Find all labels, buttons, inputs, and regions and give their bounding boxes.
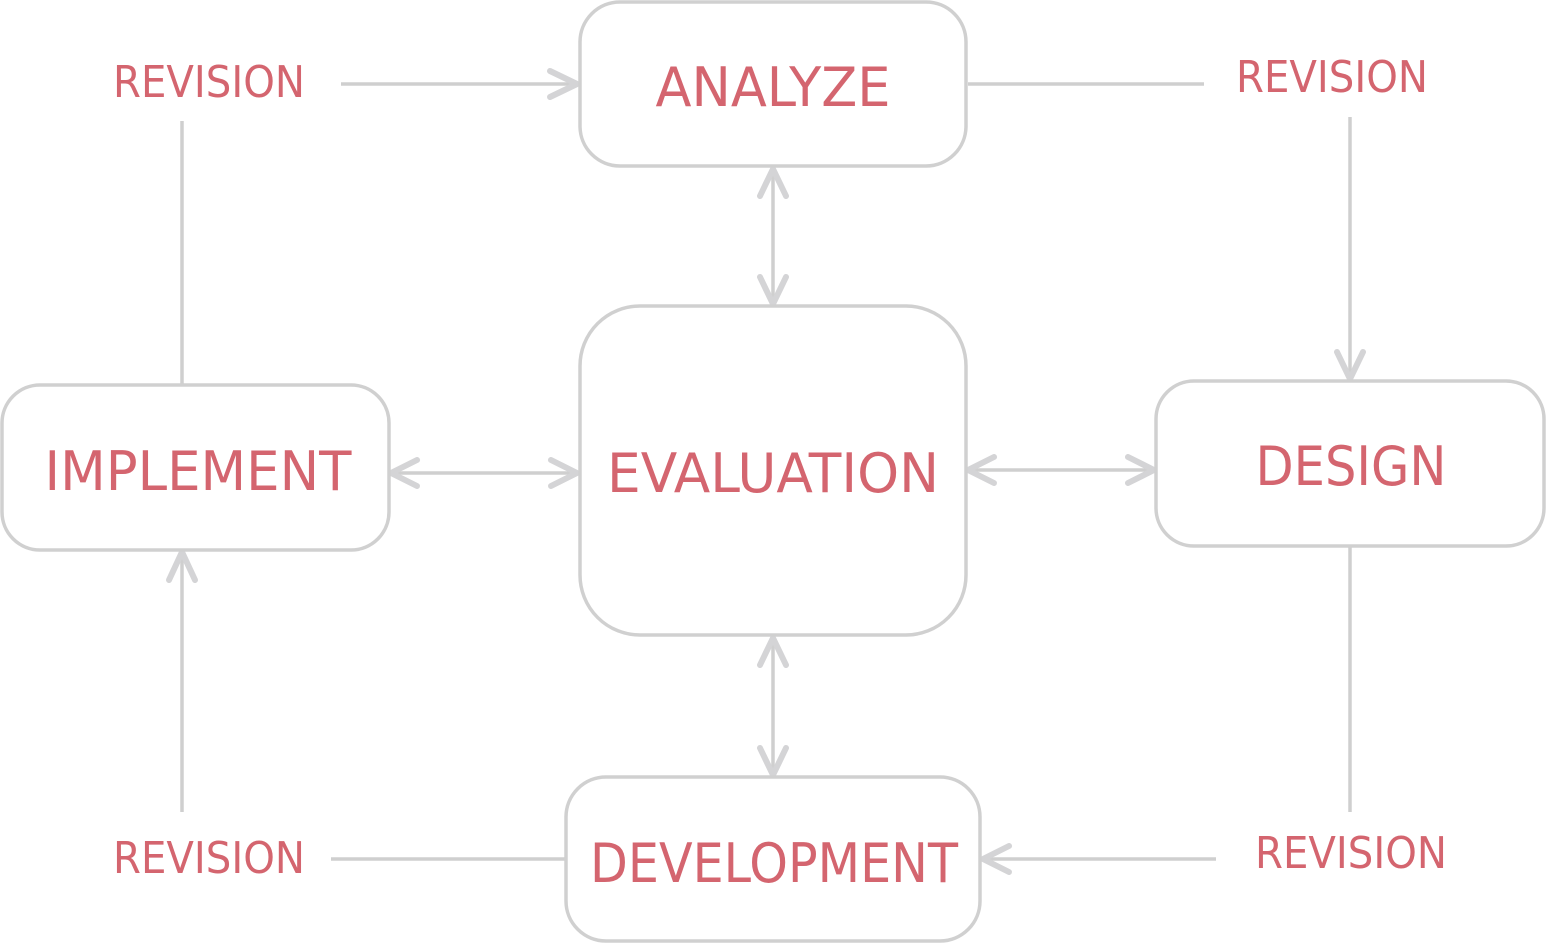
analyze-box [578, 0, 968, 168]
arrowhead-icon [980, 843, 1012, 875]
node-implement: IMPLEMENT [0, 383, 391, 552]
revision-label-bottom-left: REVISION [113, 833, 305, 884]
arrowhead-icon [547, 68, 580, 100]
implement-label: IMPLEMENT [45, 440, 353, 503]
implement-box [0, 383, 391, 552]
connectors [166, 68, 1366, 875]
node-analyze: ANALYZE [578, 0, 968, 168]
arrowhead-icon [548, 457, 580, 489]
arrowhead-icon [1334, 349, 1366, 382]
arrowhead-icon [965, 454, 997, 486]
revision-label-bottom-right: REVISION [1255, 828, 1447, 879]
arrowhead-icon [166, 549, 198, 583]
design-box [1154, 379, 1546, 548]
node-development: DEVELOPMENT [564, 775, 982, 943]
arrowhead-icon [757, 166, 789, 199]
development-box [564, 775, 982, 943]
arrowhead-icon [388, 457, 420, 489]
revision-label-top-left: REVISION [113, 57, 305, 108]
analyze-label: ANALYZE [656, 56, 891, 119]
development-label: DEVELOPMENT [590, 832, 959, 895]
arrowhead-icon [1125, 454, 1157, 486]
node-evaluation: EVALUATION [578, 304, 968, 637]
arrowhead-icon [757, 274, 789, 307]
evaluation-box [578, 304, 968, 637]
design-label: DESIGN [1256, 435, 1447, 498]
node-design: DESIGN [1154, 379, 1546, 548]
arrowhead-icon [757, 635, 789, 668]
evaluation-label: EVALUATION [607, 442, 939, 505]
arrowhead-icon [757, 745, 789, 778]
revision-label-top-right: REVISION [1236, 52, 1428, 103]
